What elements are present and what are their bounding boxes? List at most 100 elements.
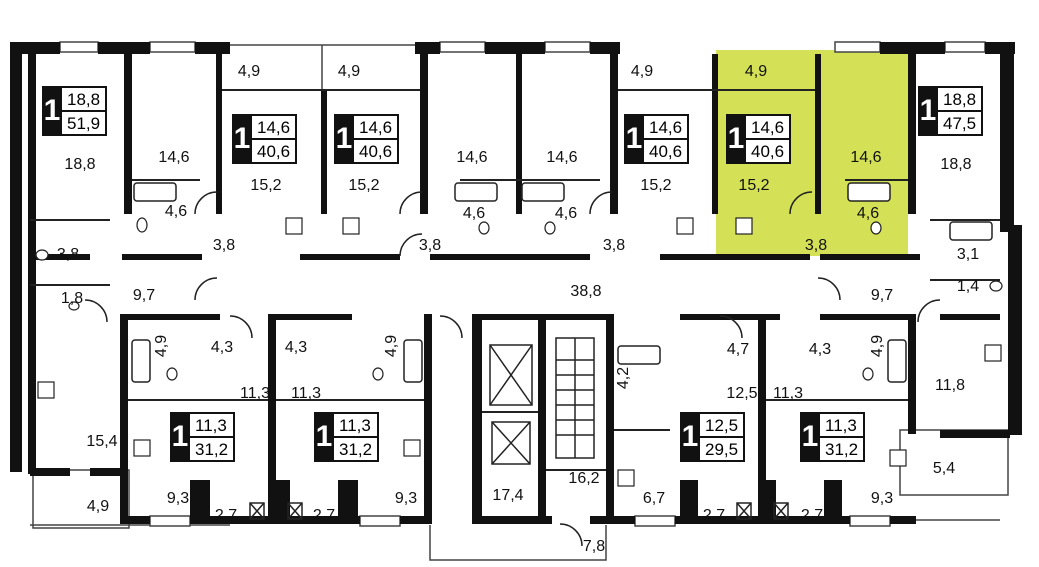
living-area: 11,3 xyxy=(334,414,378,438)
room-count: 1 xyxy=(726,114,746,164)
room-area: 4,3 xyxy=(284,339,308,356)
living-area: 11,3 xyxy=(820,414,864,438)
room-area: 4,6 xyxy=(856,205,880,222)
room-area: 1,8 xyxy=(60,290,84,307)
living-area: 14,6 xyxy=(746,116,790,140)
room-area: 3,8 xyxy=(418,237,442,254)
living-area: 14,6 xyxy=(354,116,398,140)
room-area: 11,3 xyxy=(291,385,321,402)
living-area: 12,5 xyxy=(700,414,744,438)
room-count: 1 xyxy=(918,86,938,136)
room-area: 9,7 xyxy=(132,287,156,304)
room-area: 14,6 xyxy=(158,149,190,166)
total-area: 40,6 xyxy=(257,141,291,161)
room-count: 1 xyxy=(624,114,644,164)
total-area: 40,6 xyxy=(359,141,393,161)
room-area: 11,3 xyxy=(240,385,270,402)
room-area: 4,6 xyxy=(164,203,188,220)
total-area: 31,2 xyxy=(339,439,373,459)
room-area: 4,7 xyxy=(726,341,750,358)
room-area: 6,7 xyxy=(642,490,666,507)
room-area: 18,8 xyxy=(64,156,96,173)
room-area: 15,4 xyxy=(86,433,118,450)
room-area: 11,8 xyxy=(935,377,965,394)
room-area: 9,3 xyxy=(166,490,190,507)
room-area: 4,3 xyxy=(210,339,234,356)
room-area: 11,3 xyxy=(773,385,803,402)
room-count: 1 xyxy=(800,412,820,462)
toilet-icons xyxy=(35,217,1003,381)
living-area: 18,8 xyxy=(938,88,982,112)
room-area: 4,9 xyxy=(237,63,261,80)
total-area: 40,6 xyxy=(649,141,683,161)
room-area: 4,9 xyxy=(869,334,886,358)
room-area: 4,6 xyxy=(554,205,578,222)
room-area: 15,2 xyxy=(640,177,672,194)
room-count: 1 xyxy=(334,114,354,164)
total-area: 51,9 xyxy=(67,113,101,133)
room-area: 3,8 xyxy=(602,237,626,254)
room-area: 3,8 xyxy=(56,246,80,263)
bathtub-icons xyxy=(131,182,993,383)
room-area: 4,9 xyxy=(153,334,170,358)
walls xyxy=(10,42,1022,524)
door-swings xyxy=(84,191,941,547)
room-area: 4,9 xyxy=(630,63,654,80)
room-area: 2,7 xyxy=(702,507,726,524)
room-area: 9,7 xyxy=(870,287,894,304)
room-area: 4,3 xyxy=(808,341,832,358)
total-area: 31,2 xyxy=(825,439,859,459)
total-area: 40,6 xyxy=(751,141,785,161)
room-area: 15,2 xyxy=(738,177,770,194)
room-area: 14,6 xyxy=(850,149,882,166)
room-area: 16,2 xyxy=(568,470,600,487)
room-area: 4,9 xyxy=(86,498,110,515)
room-area: 7,8 xyxy=(582,538,606,555)
room-area: 1,4 xyxy=(956,278,980,295)
room-count: 1 xyxy=(680,412,700,462)
partitions xyxy=(30,89,1000,471)
room-count: 1 xyxy=(170,412,190,462)
total-area: 47,5 xyxy=(943,113,977,133)
room-area: 12,5 xyxy=(726,385,758,402)
room-area: 3,1 xyxy=(956,246,980,263)
room-area: 14,6 xyxy=(456,149,488,166)
room-count: 1 xyxy=(314,412,334,462)
living-area: 14,6 xyxy=(644,116,688,140)
room-area: 15,2 xyxy=(250,177,282,194)
room-area: 17,4 xyxy=(492,487,524,504)
total-area: 31,2 xyxy=(195,439,229,459)
room-area: 4,2 xyxy=(615,366,632,390)
room-area: 3,8 xyxy=(804,237,828,254)
room-area: 4,6 xyxy=(462,205,486,222)
total-area: 29,5 xyxy=(705,439,739,459)
room-area: 4,9 xyxy=(383,334,400,358)
storage-icons xyxy=(249,502,789,520)
room-area: 3,8 xyxy=(212,237,236,254)
room-area: 4,9 xyxy=(337,63,361,80)
living-area: 18,8 xyxy=(62,88,106,112)
living-area: 14,6 xyxy=(252,116,296,140)
stove-icons xyxy=(37,217,1002,487)
room-area: 14,6 xyxy=(546,149,578,166)
room-count: 1 xyxy=(42,86,62,136)
room-area: 4,9 xyxy=(744,63,768,80)
room-area: 5,4 xyxy=(932,460,956,477)
room-area: 18,8 xyxy=(940,156,972,173)
living-area: 11,3 xyxy=(190,414,234,438)
room-area: 38,8 xyxy=(570,283,602,300)
room-count: 1 xyxy=(232,114,252,164)
room-area: 9,3 xyxy=(394,490,418,507)
room-area: 2,7 xyxy=(800,507,824,524)
